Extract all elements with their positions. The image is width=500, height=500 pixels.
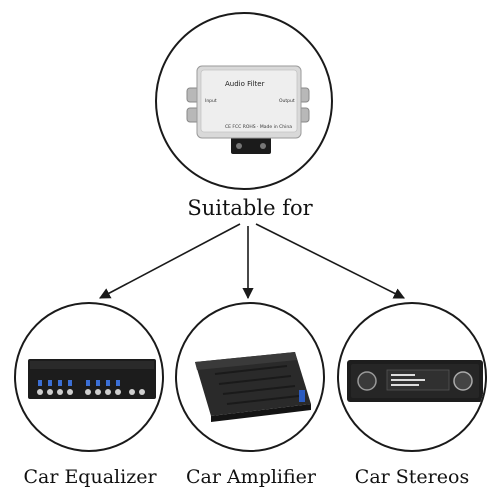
input-label: Input <box>205 98 217 104</box>
equalizer-circle <box>14 302 164 452</box>
amplifier-image <box>195 352 311 422</box>
bracket <box>231 136 271 154</box>
audio-filter-image: Audio Filter Input Output CE FCC ROHS · … <box>186 65 310 154</box>
product-circle: Audio Filter Input Output CE FCC ROHS · … <box>155 12 333 190</box>
item-label-stereos: Car Stereos <box>354 466 470 488</box>
item-label-amplifier: Car Amplifier <box>185 466 317 488</box>
equalizer-image <box>28 359 156 399</box>
arrow-left <box>99 223 241 299</box>
page-title: Suitable for <box>187 196 313 220</box>
filter-title: Audio Filter <box>225 80 265 88</box>
footer-text: CE FCC ROHS · Made in China <box>225 124 292 130</box>
amplifier-circle <box>175 302 325 452</box>
stereo-circle <box>337 302 487 452</box>
output-label: Output <box>279 98 295 104</box>
arrow-right <box>255 223 406 299</box>
item-label-equalizer: Car Equalizer <box>23 466 157 488</box>
stereo-image <box>347 360 483 402</box>
